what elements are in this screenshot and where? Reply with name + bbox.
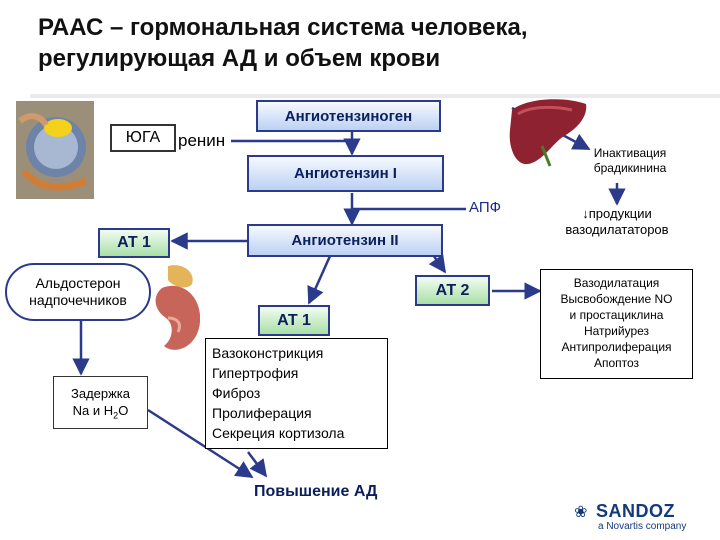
arrow-ang2-to-at1-center xyxy=(307,255,332,305)
at1-effect-item: Фиброз xyxy=(212,385,261,401)
arrow-effects-to-bp xyxy=(247,451,268,478)
at2-effects-box: Вазодилатация Высвобождение NO и простац… xyxy=(540,269,693,379)
adrenal-kidney-image xyxy=(148,262,206,358)
at1-effect-item: Вазоконстрикция xyxy=(212,345,324,361)
angiotensin-2-box: Ангиотензин II xyxy=(247,224,443,257)
sandoz-brand: SANDOZ xyxy=(596,501,675,521)
page-title: РААС – гормональная система человека, ре… xyxy=(38,12,698,74)
liver-image xyxy=(506,96,590,172)
at1-effects-box: Вазоконстрикция Гипертрофия Фиброз Проли… xyxy=(205,338,388,449)
at2-effect-item: Вазодилатация xyxy=(573,276,660,290)
retention-box: Задержка Na и H2O xyxy=(53,376,148,429)
renin-label: ренин xyxy=(178,131,226,150)
production-note: ↓продукции вазодилататоров xyxy=(546,206,688,238)
angiotensinogen-label: Ангиотензиноген xyxy=(284,107,413,125)
yuga-box: ЮГА xyxy=(110,124,176,152)
at2-effect-item: Высвобождение NO xyxy=(560,292,673,306)
production-line-1: ↓продукции xyxy=(582,206,652,221)
at1-center-label: АТ 1 xyxy=(277,311,311,329)
at2-label: АТ 2 xyxy=(435,281,470,299)
aldosterone-line-1: Альдостерон xyxy=(35,275,121,291)
bp-increase-label: Повышение АД xyxy=(254,483,378,500)
sandoz-logo: ❀ SANDOZ a Novartis company xyxy=(572,498,702,534)
at2-effect-item: Апоптоз xyxy=(593,356,640,370)
title-line-2: регулирующая АД и объем крови xyxy=(38,45,441,72)
inactivation-line-2: брадикинина xyxy=(593,161,667,175)
retention-line-2: Na и H2O xyxy=(54,402,147,425)
arrow-retention-to-bp xyxy=(147,408,254,479)
retention-text-a: Na и H xyxy=(72,403,114,418)
at1-center-box: АТ 1 xyxy=(258,305,330,336)
retention-text-b: O xyxy=(118,403,129,418)
aldosterone-box: Альдостерон надпочечников xyxy=(5,263,151,321)
retention-line-1: Задержка xyxy=(70,386,131,401)
angiotensin-1-label: Ангиотензин I xyxy=(294,165,397,182)
production-line-2: вазодилататоров xyxy=(565,222,669,237)
inactivation-line-1: Инактивация xyxy=(593,146,667,160)
at1-left-label: АТ 1 xyxy=(117,234,151,251)
at2-box: АТ 2 xyxy=(415,275,490,306)
at2-effect-item: Антипролиферация xyxy=(561,340,672,354)
sandoz-tagline: a Novartis company xyxy=(598,521,687,532)
angiotensin-1-box: Ангиотензин I xyxy=(247,155,444,192)
title-line-1: РААС – гормональная система человека, xyxy=(38,14,528,41)
title-divider xyxy=(30,94,720,98)
at2-effect-item: и простациклина xyxy=(569,308,664,322)
at1-effect-item: Гипертрофия xyxy=(212,365,299,381)
at1-effect-item: Секреция кортизола xyxy=(212,425,345,441)
at1-left-box: АТ 1 xyxy=(98,228,170,258)
at2-effect-item: Натрийурез xyxy=(583,324,650,338)
sandoz-logo-icon: ❀ xyxy=(574,504,588,521)
angiotensinogen-box: Ангиотензиноген xyxy=(256,100,441,132)
retention-subscript: 2 xyxy=(113,410,119,421)
at1-effect-item: Пролиферация xyxy=(212,405,312,421)
yuga-label: ЮГА xyxy=(125,129,161,146)
apf-label: АПФ xyxy=(469,199,502,216)
glomerulus-image xyxy=(16,101,94,199)
inactivation-note: Инактивация брадикинина xyxy=(580,146,680,176)
angiotensin-2-label: Ангиотензин II xyxy=(291,232,399,249)
aldosterone-line-2: надпочечников xyxy=(29,292,127,308)
